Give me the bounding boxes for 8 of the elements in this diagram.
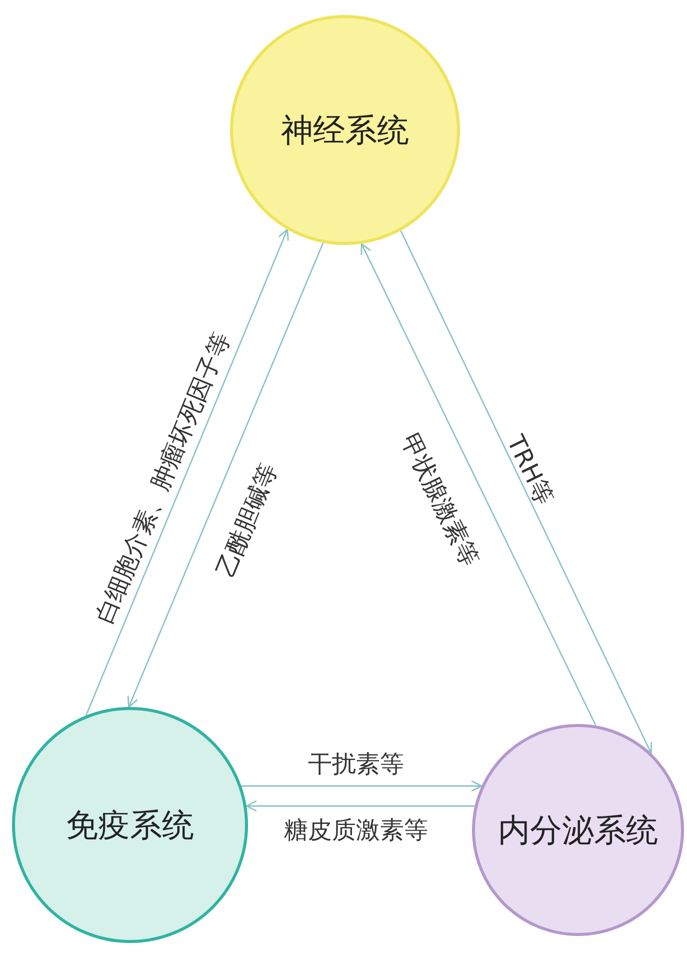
node-label: 内分泌系统 [498, 810, 658, 850]
arrow [127, 242, 324, 708]
arrow [360, 243, 596, 726]
arrow [400, 230, 652, 754]
node-label: 免疫系统 [66, 805, 194, 845]
arrow [85, 228, 289, 716]
node-label: 神经系统 [281, 110, 409, 150]
arrow [241, 780, 482, 792]
